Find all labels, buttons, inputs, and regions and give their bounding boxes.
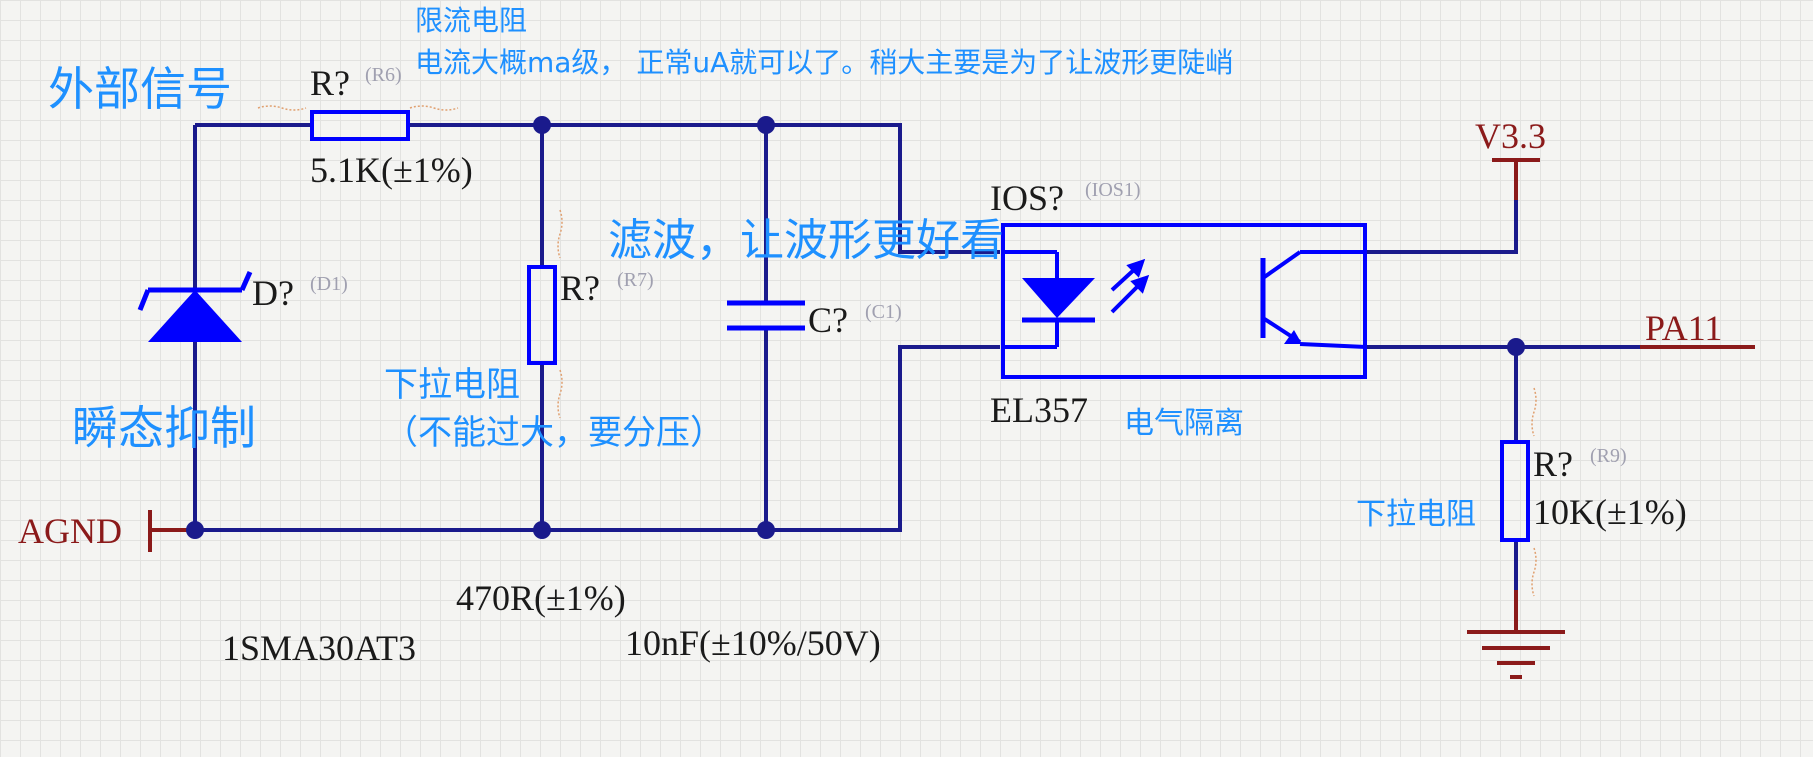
annotation-external-signal: 外部信号 bbox=[48, 62, 232, 116]
annotation-current-limit-desc: 电流大概ma级， 正常uA就可以了。稍大主要是为了让波形更陡峭 bbox=[415, 46, 1233, 79]
r6-ref: R? bbox=[310, 63, 350, 103]
led-triangle bbox=[1022, 278, 1095, 318]
annotation-transient-suppression: 瞬态抑制 bbox=[72, 401, 256, 455]
tvs-diode-d1[interactable] bbox=[137, 270, 253, 342]
junction-dot bbox=[1507, 338, 1525, 356]
v33-label: V3.3 bbox=[1475, 116, 1546, 156]
optocoupler-ios1[interactable] bbox=[1001, 223, 1367, 379]
wire-collector-to-v33 bbox=[1366, 160, 1518, 254]
pa11-label: PA11 bbox=[1645, 308, 1722, 348]
r9-ratsnest bbox=[1531, 387, 1537, 597]
junction-dot bbox=[533, 116, 551, 134]
wire-bottom-rail bbox=[150, 345, 1000, 532]
r9-ref: R? bbox=[1533, 444, 1573, 484]
resistor-body-r9 bbox=[1500, 440, 1530, 542]
r7-value: 470R(±1%) bbox=[456, 578, 626, 618]
r7-designator: (R7) bbox=[617, 269, 654, 291]
annotation-pulldown-r7-line2: （不能过大，要分压） bbox=[384, 413, 724, 453]
d1-ref: D? bbox=[252, 273, 294, 313]
resistor-r7[interactable] bbox=[527, 209, 563, 419]
r9-value: 10K(±1%) bbox=[1533, 492, 1687, 532]
diode-triangle bbox=[148, 290, 242, 342]
d1-value: 1SMA30AT3 bbox=[222, 628, 416, 668]
r7-ref: R? bbox=[560, 268, 600, 308]
ios1-value: EL357 bbox=[990, 390, 1088, 430]
annotation-current-limit-title: 限流电阻 bbox=[415, 4, 527, 37]
r6-designator: (R6) bbox=[365, 64, 402, 86]
resistor-body-r6 bbox=[310, 110, 410, 141]
junctions bbox=[186, 116, 1525, 539]
junction-dot bbox=[533, 521, 551, 539]
r7-ratsnest bbox=[557, 209, 563, 419]
c1-designator: (C1) bbox=[865, 301, 902, 323]
capacitor-c1[interactable] bbox=[727, 300, 805, 331]
diode-bar-tail-left bbox=[137, 289, 151, 311]
r6-ratsnest bbox=[257, 105, 459, 111]
resistor-body-r7 bbox=[527, 265, 557, 365]
light-emission-icon bbox=[1110, 258, 1150, 314]
ios1-ref: IOS? bbox=[990, 178, 1064, 218]
resistor-r6[interactable] bbox=[257, 105, 459, 141]
c1-ref: C? bbox=[808, 300, 848, 340]
junction-dot bbox=[186, 521, 204, 539]
annotation-filter: 滤波，让波形更好看 bbox=[608, 215, 1004, 266]
resistor-r9[interactable] bbox=[1500, 387, 1537, 597]
junction-dot bbox=[757, 521, 775, 539]
emitter-lead bbox=[1299, 342, 1367, 349]
optocoupler-body bbox=[1001, 223, 1367, 379]
emitter-arrow-icon bbox=[1284, 330, 1302, 344]
d1-designator: (D1) bbox=[310, 273, 348, 295]
agnd-label: AGND bbox=[18, 511, 122, 551]
ios1-designator: (IOS1) bbox=[1085, 179, 1141, 201]
c1-value: 10nF(±10%/50V) bbox=[625, 623, 881, 663]
transistor-collector bbox=[1261, 250, 1302, 280]
annotation-pulldown-r7-line1: 下拉电阻 bbox=[384, 365, 520, 405]
wire-top-rail-right bbox=[410, 123, 1000, 254]
annotation-pulldown-r9: 下拉电阻 bbox=[1356, 497, 1476, 532]
diode-bar-tail-right bbox=[239, 270, 253, 292]
r6-value: 5.1K(±1%) bbox=[310, 150, 473, 190]
r9-designator: (R9) bbox=[1590, 445, 1627, 467]
annotation-isolation: 电气隔离 bbox=[1124, 406, 1244, 441]
junction-dot bbox=[757, 116, 775, 134]
